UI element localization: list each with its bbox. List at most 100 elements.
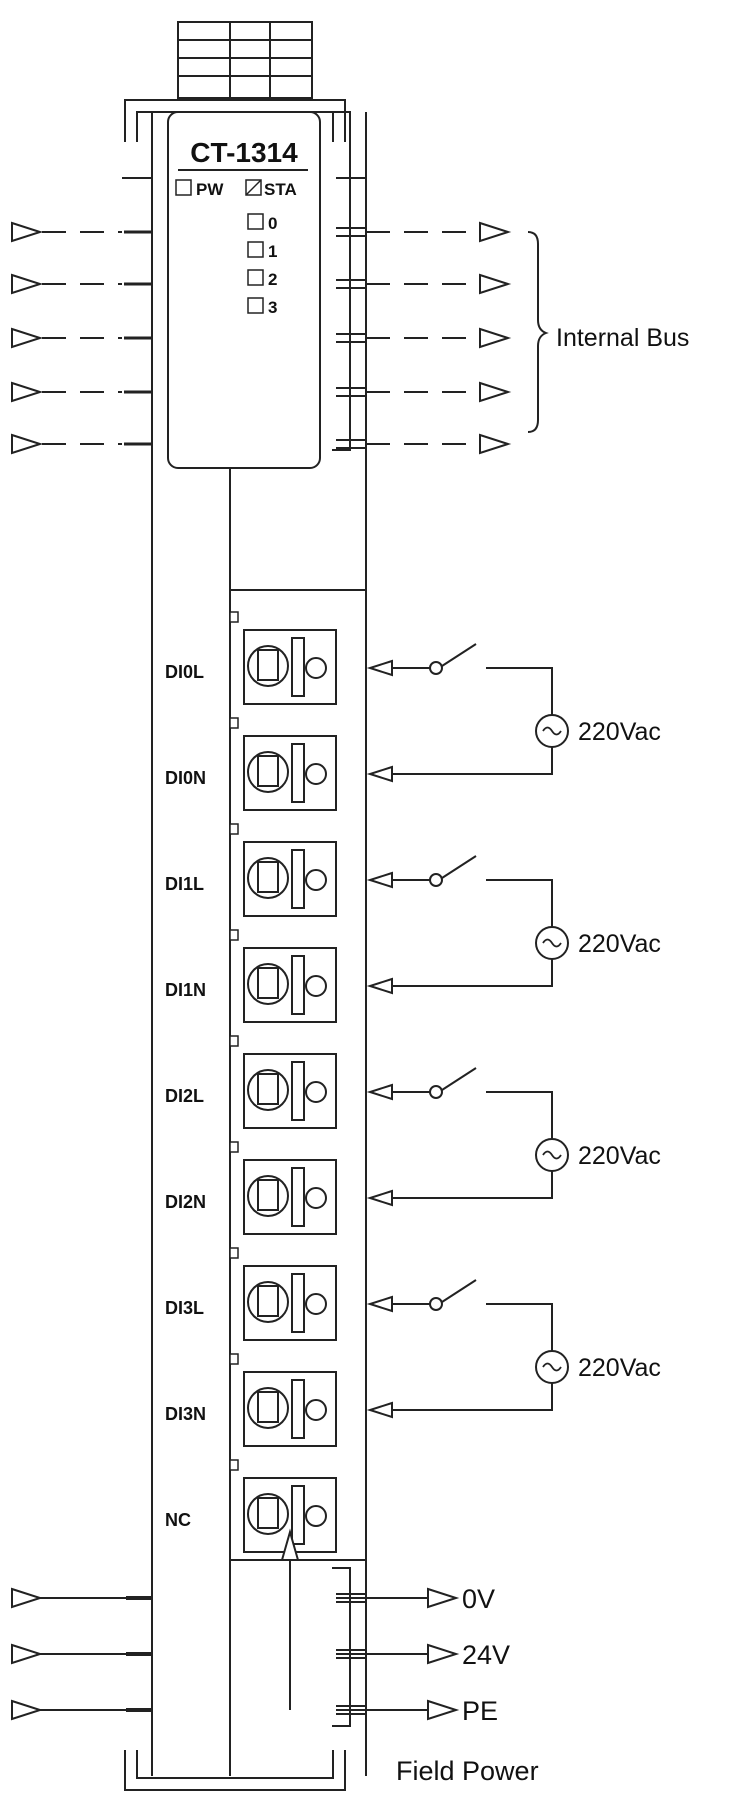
switch-pivot-icon	[429, 1297, 443, 1311]
power-arrow-left	[11, 1643, 44, 1665]
right-rail-bottom	[332, 1567, 351, 1727]
terminal-slot-icon	[257, 1073, 279, 1105]
terminal-slot-icon	[257, 1391, 279, 1423]
terminal-clamp-icon	[291, 849, 305, 909]
terminal-latch	[229, 1141, 239, 1153]
led-sta-label: STA	[264, 180, 297, 199]
terminal-clamp-icon	[291, 1379, 305, 1439]
terminal-screw-icon	[247, 1175, 289, 1217]
terminal-label: DI3L	[165, 1298, 204, 1318]
terminal-contact-icon	[305, 1399, 327, 1421]
terminal-clamp-icon	[291, 637, 305, 697]
source-wire-bottom	[392, 1383, 553, 1411]
sta-led-icon	[245, 179, 262, 196]
terminal-block: DI0LDI0NDI1LDI1NDI2LDI2NDI3LDI3NNC220Vac…	[165, 611, 661, 1553]
source-wire-bottom	[392, 959, 553, 987]
source-wire-top	[486, 879, 553, 927]
module-model: CT-1314	[190, 137, 298, 168]
terminal-contact-icon	[305, 1505, 327, 1527]
terminal-screw-icon	[247, 1069, 289, 1111]
channel-led-icon	[247, 297, 264, 314]
terminal-contact-icon	[305, 657, 327, 679]
power-rail-label: 24V	[462, 1640, 510, 1670]
bus-arrow-right	[479, 221, 512, 243]
top-connector	[177, 21, 313, 99]
ac-wave-icon	[542, 938, 562, 948]
terminal-contact-icon	[305, 1187, 327, 1209]
switch-blade-icon	[441, 1067, 477, 1091]
bus-arrow-left	[11, 381, 44, 403]
led-pw-label: PW	[196, 180, 224, 199]
terminal-contact-icon	[305, 1081, 327, 1103]
source-wire-bottom	[392, 747, 553, 775]
terminal-screw-icon	[247, 645, 289, 687]
source-voltage-label: 220Vac	[578, 1354, 661, 1382]
bus-arrow-left	[11, 273, 44, 295]
right-pins	[332, 111, 366, 451]
terminal-label: DI1N	[165, 980, 206, 1000]
led-panel	[167, 111, 321, 469]
source-voltage-label: 220Vac	[578, 1142, 661, 1170]
internal-bus-brace	[527, 231, 549, 433]
terminal-slot-icon	[257, 1285, 279, 1317]
terminal-slot-icon	[257, 967, 279, 999]
terminal-label: DI1L	[165, 874, 204, 894]
terminal-screw-icon	[247, 857, 289, 899]
field-power-title: Field Power	[396, 1756, 539, 1786]
source-wire-top	[486, 1303, 553, 1351]
terminal-slot-icon	[257, 1179, 279, 1211]
pw-led-icon	[175, 179, 192, 196]
terminal-clamp-icon	[291, 1167, 305, 1227]
channel-led-icon	[247, 241, 264, 258]
terminal-contact-icon	[305, 869, 327, 891]
terminal-latch	[229, 1035, 239, 1047]
switch-blade-icon	[441, 1279, 477, 1303]
power-rail-label: 0V	[462, 1584, 495, 1614]
terminal-contact-icon	[305, 1293, 327, 1315]
input-arrow	[366, 871, 393, 889]
terminal-latch	[229, 1353, 239, 1365]
terminal-contact-icon	[305, 975, 327, 997]
switch-pivot-icon	[429, 1085, 443, 1099]
terminal-screw-icon	[247, 1387, 289, 1429]
terminal-label: DI2N	[165, 1192, 206, 1212]
internal-bus-lines	[11, 221, 512, 455]
input-arrow	[366, 765, 393, 783]
bus-arrow-left	[11, 433, 44, 455]
ac-wave-icon	[542, 1362, 562, 1372]
power-arrow-right	[427, 1699, 460, 1721]
source-wire-top	[486, 667, 553, 715]
input-arrow	[366, 1295, 393, 1313]
switch-blade-icon	[441, 855, 477, 879]
terminal-screw-icon	[247, 1281, 289, 1323]
bus-arrow-right	[479, 273, 512, 295]
bus-arrow-left	[11, 327, 44, 349]
source-wire-bottom	[392, 1171, 553, 1199]
power-arrow-right	[427, 1643, 460, 1665]
terminal-screw-icon	[247, 1493, 289, 1535]
source-voltage-label: 220Vac	[578, 718, 661, 746]
terminal-latch	[229, 929, 239, 941]
switch-pivot-icon	[429, 873, 443, 887]
terminal-screw-icon	[247, 963, 289, 1005]
terminal-contact-icon	[305, 763, 327, 785]
terminal-clamp-icon	[291, 1273, 305, 1333]
internal-bus-label: Internal Bus	[556, 324, 689, 352]
power-arrow-right	[427, 1587, 460, 1609]
input-arrow	[366, 659, 393, 677]
terminal-screw-icon	[247, 751, 289, 793]
terminal-clamp-icon	[291, 1061, 305, 1121]
terminal-slot-icon	[257, 1497, 279, 1529]
source-voltage-label: 220Vac	[578, 930, 661, 958]
bus-arrow-left	[11, 221, 44, 243]
power-rail-label: PE	[462, 1696, 498, 1726]
sta-led-slash	[245, 179, 262, 196]
terminal-slot-icon	[257, 755, 279, 787]
input-arrow	[366, 1401, 393, 1419]
pe-feed-arrow	[280, 1528, 300, 1561]
terminal-slot-icon	[257, 861, 279, 893]
terminal-label: DI0N	[165, 768, 206, 788]
bus-arrow-right	[479, 381, 512, 403]
power-arrow-left	[11, 1587, 44, 1609]
